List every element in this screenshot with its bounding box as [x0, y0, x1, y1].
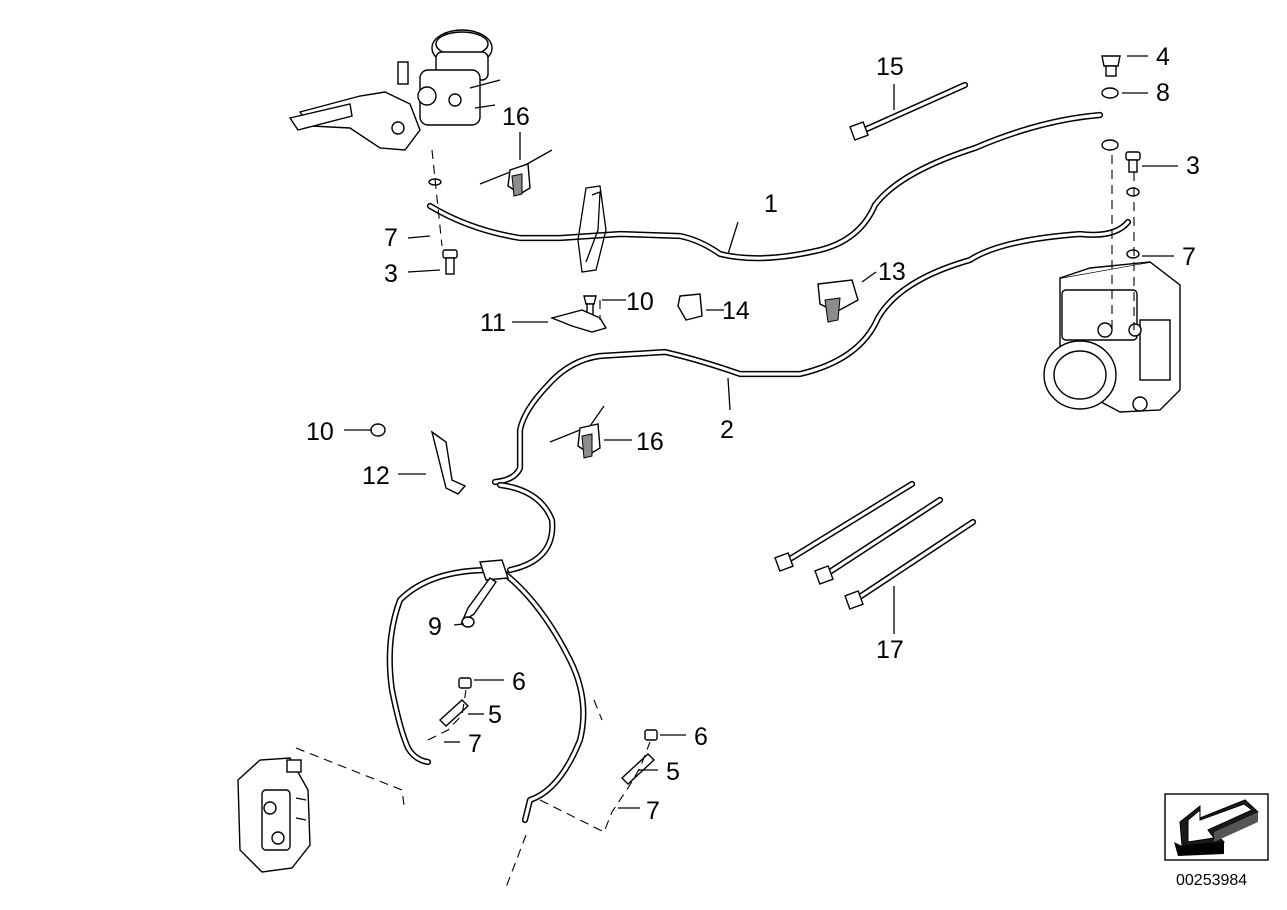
- banjo-bolt-4: [1101, 55, 1121, 77]
- bracket-12: [430, 430, 467, 495]
- callout-11: 11: [480, 309, 506, 337]
- leader-lines: [344, 55, 1178, 809]
- callout-6-right: 6: [694, 723, 708, 751]
- callout-6-left: 6: [512, 668, 526, 696]
- navigation-arrow-icon: [1164, 793, 1269, 861]
- grommet-13: [817, 279, 859, 323]
- brake-line-1: [426, 111, 1104, 273]
- callout-3-left: 3: [384, 260, 398, 288]
- callout-17: 17: [876, 636, 904, 664]
- callout-15: 15: [876, 53, 904, 81]
- reference-number: 00253984: [1176, 872, 1247, 889]
- callout-4: 4: [1156, 43, 1170, 71]
- callout-5-right: 5: [666, 758, 680, 786]
- assembly-dashed-lines: [295, 149, 1135, 891]
- callout-9: 9: [428, 613, 442, 641]
- front-brake-hose-right: [496, 566, 587, 824]
- cable-ties-17: [774, 480, 977, 610]
- callout-7-lower-right: 7: [646, 797, 660, 825]
- callout-16-lower: 16: [636, 428, 664, 456]
- brake-master-cylinder-icon: [288, 29, 501, 151]
- brake-line-2: [491, 218, 1132, 486]
- bleeder-screw-3-right: [1125, 151, 1141, 173]
- screw-10-upper: [583, 295, 597, 319]
- callout-14: 14: [722, 297, 750, 325]
- front-brake-hose-left: [386, 566, 494, 766]
- screw-9: [460, 577, 497, 628]
- brake-caliper-icon: [237, 757, 311, 873]
- callout-10-lower: 10: [306, 418, 334, 446]
- callout-12: 12: [362, 462, 390, 490]
- callout-8: 8: [1156, 79, 1170, 107]
- callout-7-right: 7: [1182, 243, 1196, 271]
- callout-13: 13: [878, 258, 906, 286]
- front-brake-hose-upper: [479, 481, 556, 581]
- callout-7-lower-left: 7: [468, 730, 482, 758]
- screw-10-lower: [370, 423, 386, 437]
- clip-14: [677, 293, 703, 321]
- callout-7-upper-left: 7: [384, 224, 398, 252]
- callout-2: 2: [720, 416, 734, 444]
- bleeder-valves-5-6: [438, 677, 658, 785]
- cable-tie-15: [849, 81, 969, 141]
- clip-16-upper: [479, 149, 553, 197]
- bracket-11: [549, 309, 608, 333]
- callout-16-upper: 16: [502, 103, 530, 131]
- clip-16-lower: [549, 405, 605, 459]
- callout-1: 1: [764, 190, 778, 218]
- callout-5-left: 5: [488, 701, 502, 729]
- o-rings-7: [428, 178, 1140, 259]
- callout-10-upper: 10: [626, 288, 654, 316]
- callout-3-right: 3: [1186, 152, 1200, 180]
- abs-pressure-modulator-icon: [1043, 261, 1181, 413]
- callout-labels: 1 2 3 3 4 5 5 6 6 7 7 7 7 8 9 10 10 11 1…: [306, 43, 1200, 825]
- seal-ring-8: [1101, 87, 1119, 151]
- bleeder-screw-3-left: [442, 249, 458, 275]
